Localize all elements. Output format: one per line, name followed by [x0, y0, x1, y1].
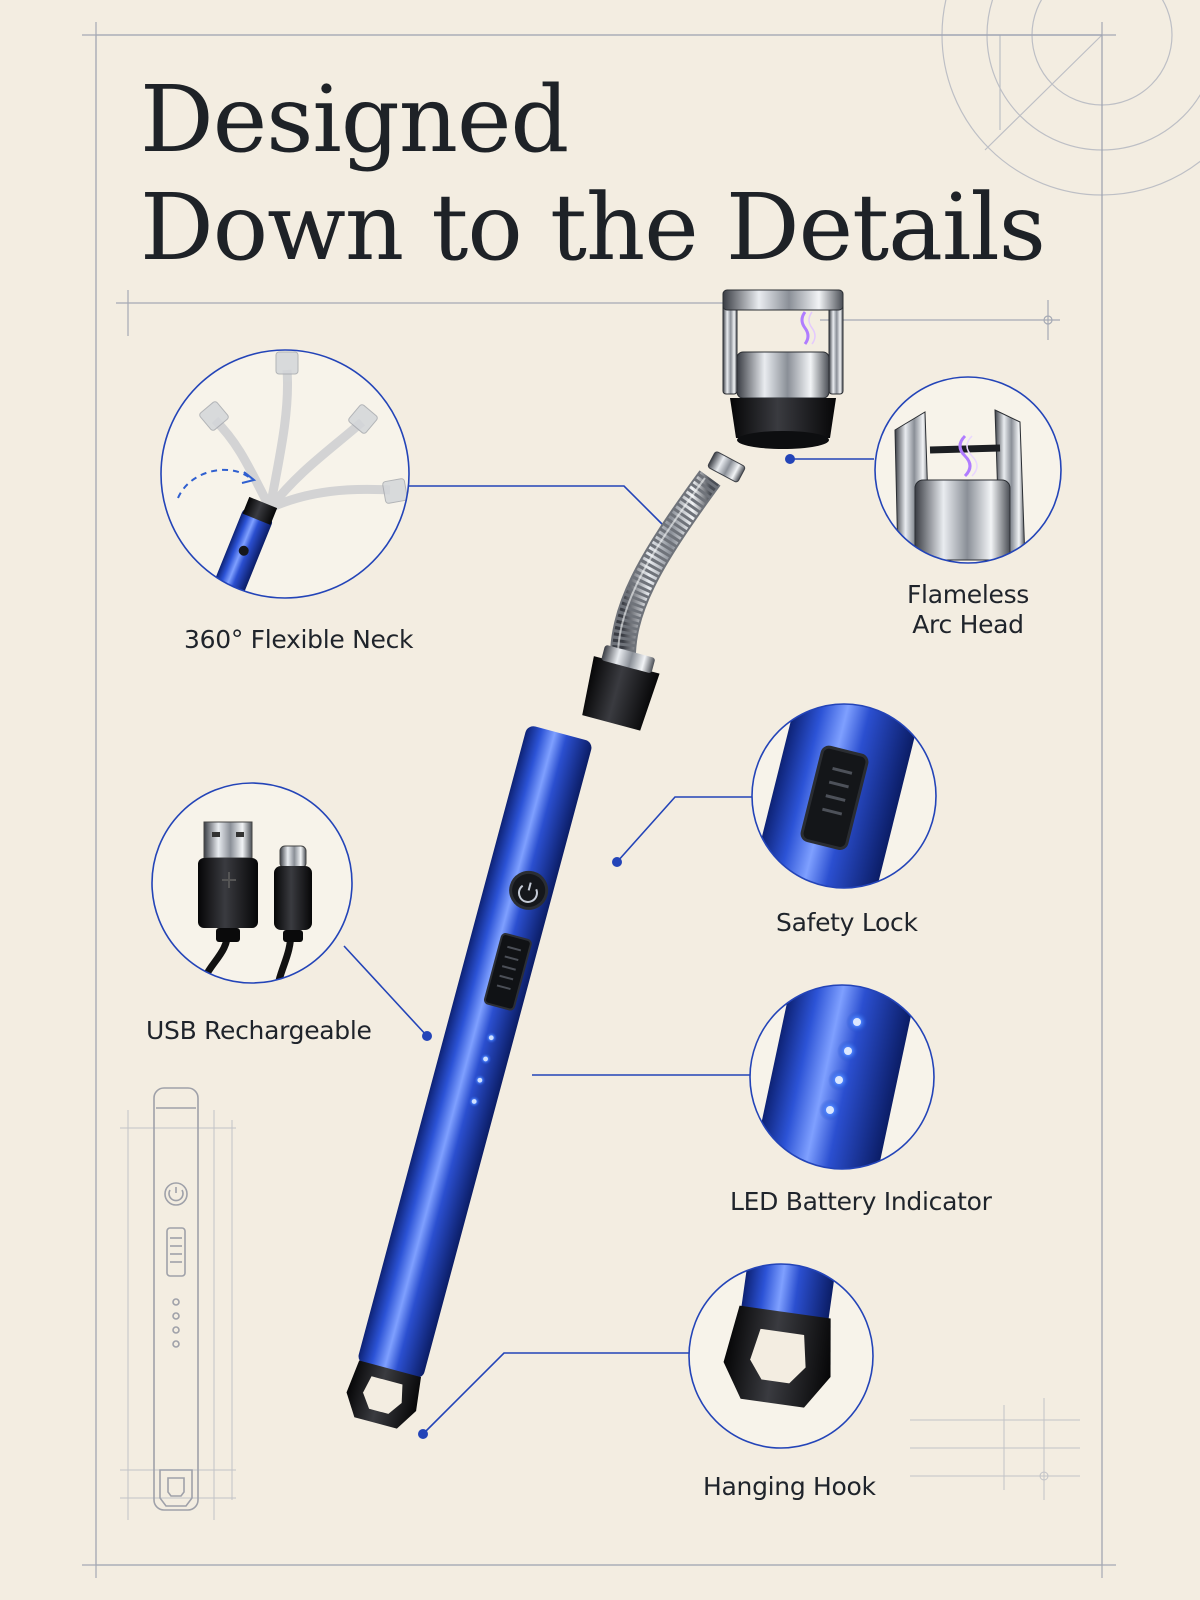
inset-arc-head	[874, 376, 1062, 564]
inset-safety-lock	[751, 703, 937, 889]
callout-lines	[343, 458, 874, 1435]
label-arc-head-line-1: Flameless	[906, 580, 1030, 609]
label-arc-head-line-2: Arc Head	[912, 610, 1024, 639]
arc-head	[722, 289, 844, 449]
label-safety-lock: Safety Lock	[776, 908, 918, 937]
arc-lighter	[346, 289, 844, 1429]
label-flexible-neck: 360° Flexible Neck	[184, 625, 414, 654]
label-arc-head: Flameless Arc Head	[898, 580, 1038, 640]
inset-hanging-hook	[688, 1263, 874, 1449]
blueprint-sketch	[153, 1087, 199, 1511]
label-hanging-hook: Hanging Hook	[703, 1472, 876, 1501]
corner-arcs	[930, 0, 1200, 196]
headline: Designed Down to the Details	[140, 66, 1046, 282]
headline-line-2: Down to the Details	[140, 174, 1046, 281]
headline-line-1: Designed	[140, 66, 569, 173]
blueprint-grid-lines	[120, 1110, 1080, 1520]
callout-dots	[418, 454, 795, 1439]
label-led-indicator: LED Battery Indicator	[730, 1187, 992, 1216]
inset-usb-cable	[151, 782, 353, 984]
label-usb-rechargeable: USB Rechargeable	[146, 1016, 372, 1045]
inset-flexible-neck	[160, 349, 410, 599]
lighter-body	[358, 726, 592, 1378]
inset-led-indicator	[749, 984, 935, 1170]
